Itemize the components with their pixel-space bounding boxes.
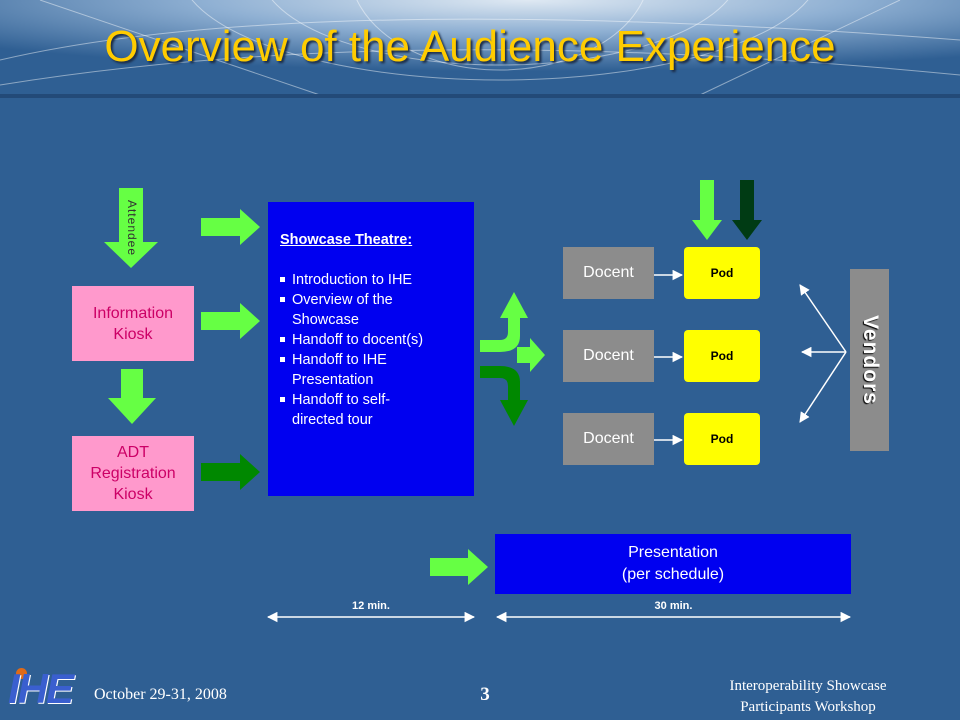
theatre-bullet: Handoff to IHE Presentation [280,350,464,390]
adt-kiosk-line: ADT [117,444,149,461]
adt-kiosk-to-theatre-arrow [201,454,260,490]
presentation-box: Presentation (per schedule) [495,534,851,594]
vendors-box: Vendors [850,269,889,451]
bullet-text: Handoff to IHE [292,352,387,368]
vendors-label: Vendors [858,315,882,405]
bullet-text: directed tour [292,412,373,428]
bullet-text: Introduction to IHE [292,272,413,288]
theatre-forward-arrow [517,338,545,372]
bullet-square-icon [280,297,285,302]
slide-title: Overview of the Audience Experience [104,22,836,71]
vendors-to-pod-line-1 [799,284,847,353]
presentation-entry-arrow [430,549,488,585]
ihe-logo: IHE [8,665,74,712]
theatre-heading: Showcase Theatre: [280,232,413,248]
globe-lines [0,0,960,96]
information-kiosk: Information Kiosk [72,286,194,361]
bullet-text: Overview of the [292,292,393,308]
pod-box-1: Pod [684,247,760,299]
theatre-down-split-arrow [480,366,528,426]
presentation-line: (per schedule) [621,566,725,583]
information-kiosk-line: Kiosk [113,325,153,343]
docent-box-3: Docent [563,413,654,465]
footer-date: October 29-31, 2008 [94,686,227,703]
footer-event: Interoperability Showcase Participants W… [690,676,926,718]
adt-kiosk-line: Kiosk [113,486,153,503]
bullet-square-icon [280,277,285,282]
theatre-bullet: Handoff to docent(s) [280,330,464,350]
bullet-text: Handoff to self- [292,392,391,408]
vendors-to-pod-line-3 [799,351,847,423]
theatre-bullet: Handoff to self-directed tour [280,390,464,430]
bullet-square-icon [280,337,285,342]
adt-registration-kiosk: ADT Registration Kiosk [72,436,194,511]
showcase-theatre-box: Showcase Theatre: Introduction to IHE Ov… [268,202,474,496]
bullet-square-icon [280,397,285,402]
attendee-to-theatre-arrow [201,209,260,245]
theatre-up-split-arrow [480,292,528,352]
page-number: 3 [480,684,490,705]
adt-kiosk-line: Registration [90,465,176,482]
bullet-text: Showcase [292,312,359,328]
duration-label-30: 30 min. [654,600,693,612]
ihe-logo-dot-icon [16,668,27,679]
duration-label-12: 12 min. [352,600,390,612]
info-to-adt-arrow [108,369,156,424]
header-divider [0,94,960,98]
pod-entry-dark-arrow [732,180,762,240]
presentation-line: Presentation [628,544,718,561]
information-kiosk-line: Information [92,304,174,322]
docent-box-1: Docent [563,247,654,299]
footer-event-line: Participants Workshop [740,699,876,715]
info-kiosk-to-theatre-arrow [201,303,260,339]
bullet-text: Handoff to docent(s) [292,332,424,348]
pod-entry-light-arrow [692,180,722,240]
bullet-square-icon [280,357,285,362]
theatre-bullet: Introduction to IHE [280,270,464,290]
docent-box-2: Docent [563,330,654,382]
pod-box-2: Pod [684,330,760,382]
header-band [0,0,960,95]
pod-box-3: Pod [684,413,760,465]
bullet-text: Presentation [292,372,374,388]
footer-event-line: Interoperability Showcase [729,678,887,694]
attendee-arrow [104,188,158,268]
attendee-label: Attendee [125,199,139,257]
